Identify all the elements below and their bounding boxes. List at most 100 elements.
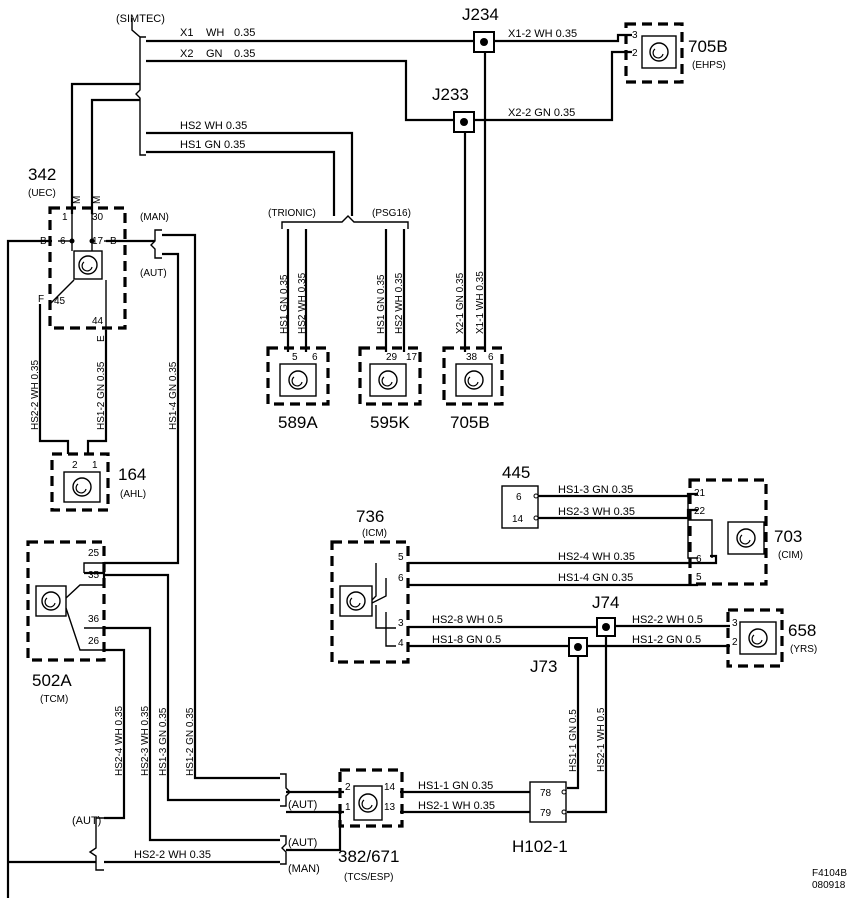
pin: B [110, 236, 117, 247]
pin: 17 [406, 352, 418, 363]
pin: 25 [88, 548, 100, 559]
pin: 26 [88, 636, 100, 647]
wire-hs1-2-yrs: HS1-2 GN 0.5 [632, 634, 701, 646]
component-705b [442, 346, 504, 406]
wire-x1: X1 [180, 27, 193, 39]
wire-hs2-1-v: HS2-1 WH 0.5 [596, 707, 607, 772]
title-164: 164 [118, 465, 146, 484]
title-736: 736 [356, 507, 384, 526]
label-simtec: (SIMTEC) [116, 13, 165, 25]
wire-x2: X2 [180, 48, 193, 60]
wire-hs2-2-bottom: HS2-2 WH 0.35 [134, 849, 211, 861]
pin: 14 [512, 514, 524, 525]
component-703 [688, 478, 768, 586]
subtitle-164: (AHL) [120, 489, 146, 500]
wire-hs2-top: HS2 WH 0.35 [180, 120, 247, 132]
label-man-2: (MAN) [288, 863, 320, 875]
wires-top [6, 18, 632, 898]
pin: 5 [292, 352, 298, 363]
component-h102 [529, 781, 567, 823]
wire-x2-1: X2-1 GN 0.35 [455, 272, 466, 334]
pin: 38 [466, 352, 478, 363]
title-342: 342 [28, 165, 56, 184]
pin: 36 [88, 614, 100, 625]
pin: 2 [732, 637, 738, 648]
pin: B [40, 236, 47, 247]
wire-hs2-2: HS2-2 WH 0.35 [30, 360, 41, 430]
title-445: 445 [502, 463, 530, 482]
pin: F [38, 294, 44, 305]
wire-hs1-3: HS1-3 GN 0.35 [558, 484, 633, 496]
pin: 13 [384, 802, 396, 813]
label-j234: J234 [462, 5, 499, 24]
pin: M [92, 196, 103, 204]
wire-hs2-589: HS2 WH 0.35 [297, 272, 308, 334]
wire-x2-size: 0.35 [234, 48, 255, 60]
pin: 2 [72, 460, 78, 471]
pin: 79 [540, 808, 552, 819]
wire-hs2-8: HS2-8 WH 0.5 [432, 614, 503, 626]
component-342 [48, 206, 127, 330]
component-736 [330, 540, 410, 664]
wire-x2-2: X2-2 GN 0.35 [508, 107, 575, 119]
wire-x1-2: X1-2 WH 0.35 [508, 28, 577, 40]
title-589a: 589A [278, 413, 318, 432]
title-705b-top: 705B [688, 37, 728, 56]
wire-hs1-3-v: HS1-3 GN 0.35 [158, 707, 169, 776]
pin: M [72, 196, 83, 204]
pin: 4 [398, 638, 404, 649]
wire-hs1-4: HS1-4 GN 0.35 [168, 361, 179, 430]
pin: 44 [92, 316, 104, 327]
pin: 1 [345, 802, 351, 813]
junction-j234 [473, 31, 495, 53]
wire-hs1-8: HS1-8 GN 0.5 [432, 634, 501, 646]
pin: 3 [732, 618, 738, 629]
component-164 [50, 452, 110, 512]
wire-hs2-4: HS2-4 WH 0.35 [558, 551, 635, 563]
label-j73: J73 [530, 657, 557, 676]
label-aut-4: (AUT) [72, 815, 101, 827]
wire-hs1-1-v: HS1-1 GN 0.5 [568, 709, 579, 772]
junction-j73 [568, 637, 588, 657]
wire-hs2-3: HS2-3 WH 0.35 [558, 506, 635, 518]
title-382: 382/671 [338, 847, 399, 866]
pin: 5 [398, 552, 404, 563]
subtitle-382: (TCS/ESP) [344, 872, 393, 883]
title-705b: 705B [450, 413, 490, 432]
pin: 17 [92, 236, 104, 247]
pin: 6 [312, 352, 318, 363]
component-502a [26, 540, 106, 662]
label-psg16: (PSG16) [372, 208, 411, 219]
label-aut-1: (AUT) [140, 268, 167, 279]
junction-j74 [596, 617, 616, 637]
label-j233: J233 [432, 85, 469, 104]
wire-hs2-2-yrs: HS2-2 WH 0.5 [632, 614, 703, 626]
pin: 6 [696, 554, 702, 565]
label-j74: J74 [592, 593, 619, 612]
pin: 3 [398, 618, 404, 629]
wire-labels: (SIMTEC) X1 WH 0.35 X2 GN 0.35 HS2 WH 0.… [30, 13, 703, 875]
junction-labels: J234 J233 J74 J73 [432, 5, 619, 676]
wire-x1-1: X1-1 WH 0.35 [475, 271, 486, 334]
subtitle-705b-top: (EHPS) [692, 60, 726, 71]
subtitle-736: (ICM) [362, 528, 387, 539]
subtitle-658: (YRS) [790, 644, 817, 655]
subtitle-703: (CIM) [778, 550, 803, 561]
wire-hs1-595: HS1 GN 0.35 [376, 274, 387, 334]
pin: 1 [62, 212, 68, 223]
title-658: 658 [788, 621, 816, 640]
pin: 6 [398, 573, 404, 584]
wire-hs2-3-v: HS2-3 WH 0.35 [140, 706, 151, 776]
title-502a: 502A [32, 671, 72, 690]
pin: 5 [696, 572, 702, 583]
component-445 [501, 485, 539, 529]
pin: 21 [694, 488, 706, 499]
junction-j233 [453, 111, 475, 133]
wire-hs1-4-cim: HS1-4 GN 0.35 [558, 572, 633, 584]
subtitle-502a: (TCM) [40, 694, 68, 705]
component-705b-ehps [624, 22, 684, 84]
label-man-1: (MAN) [140, 212, 169, 223]
label-aut-3: (AUT) [288, 837, 317, 849]
pin: 2 [345, 782, 351, 793]
